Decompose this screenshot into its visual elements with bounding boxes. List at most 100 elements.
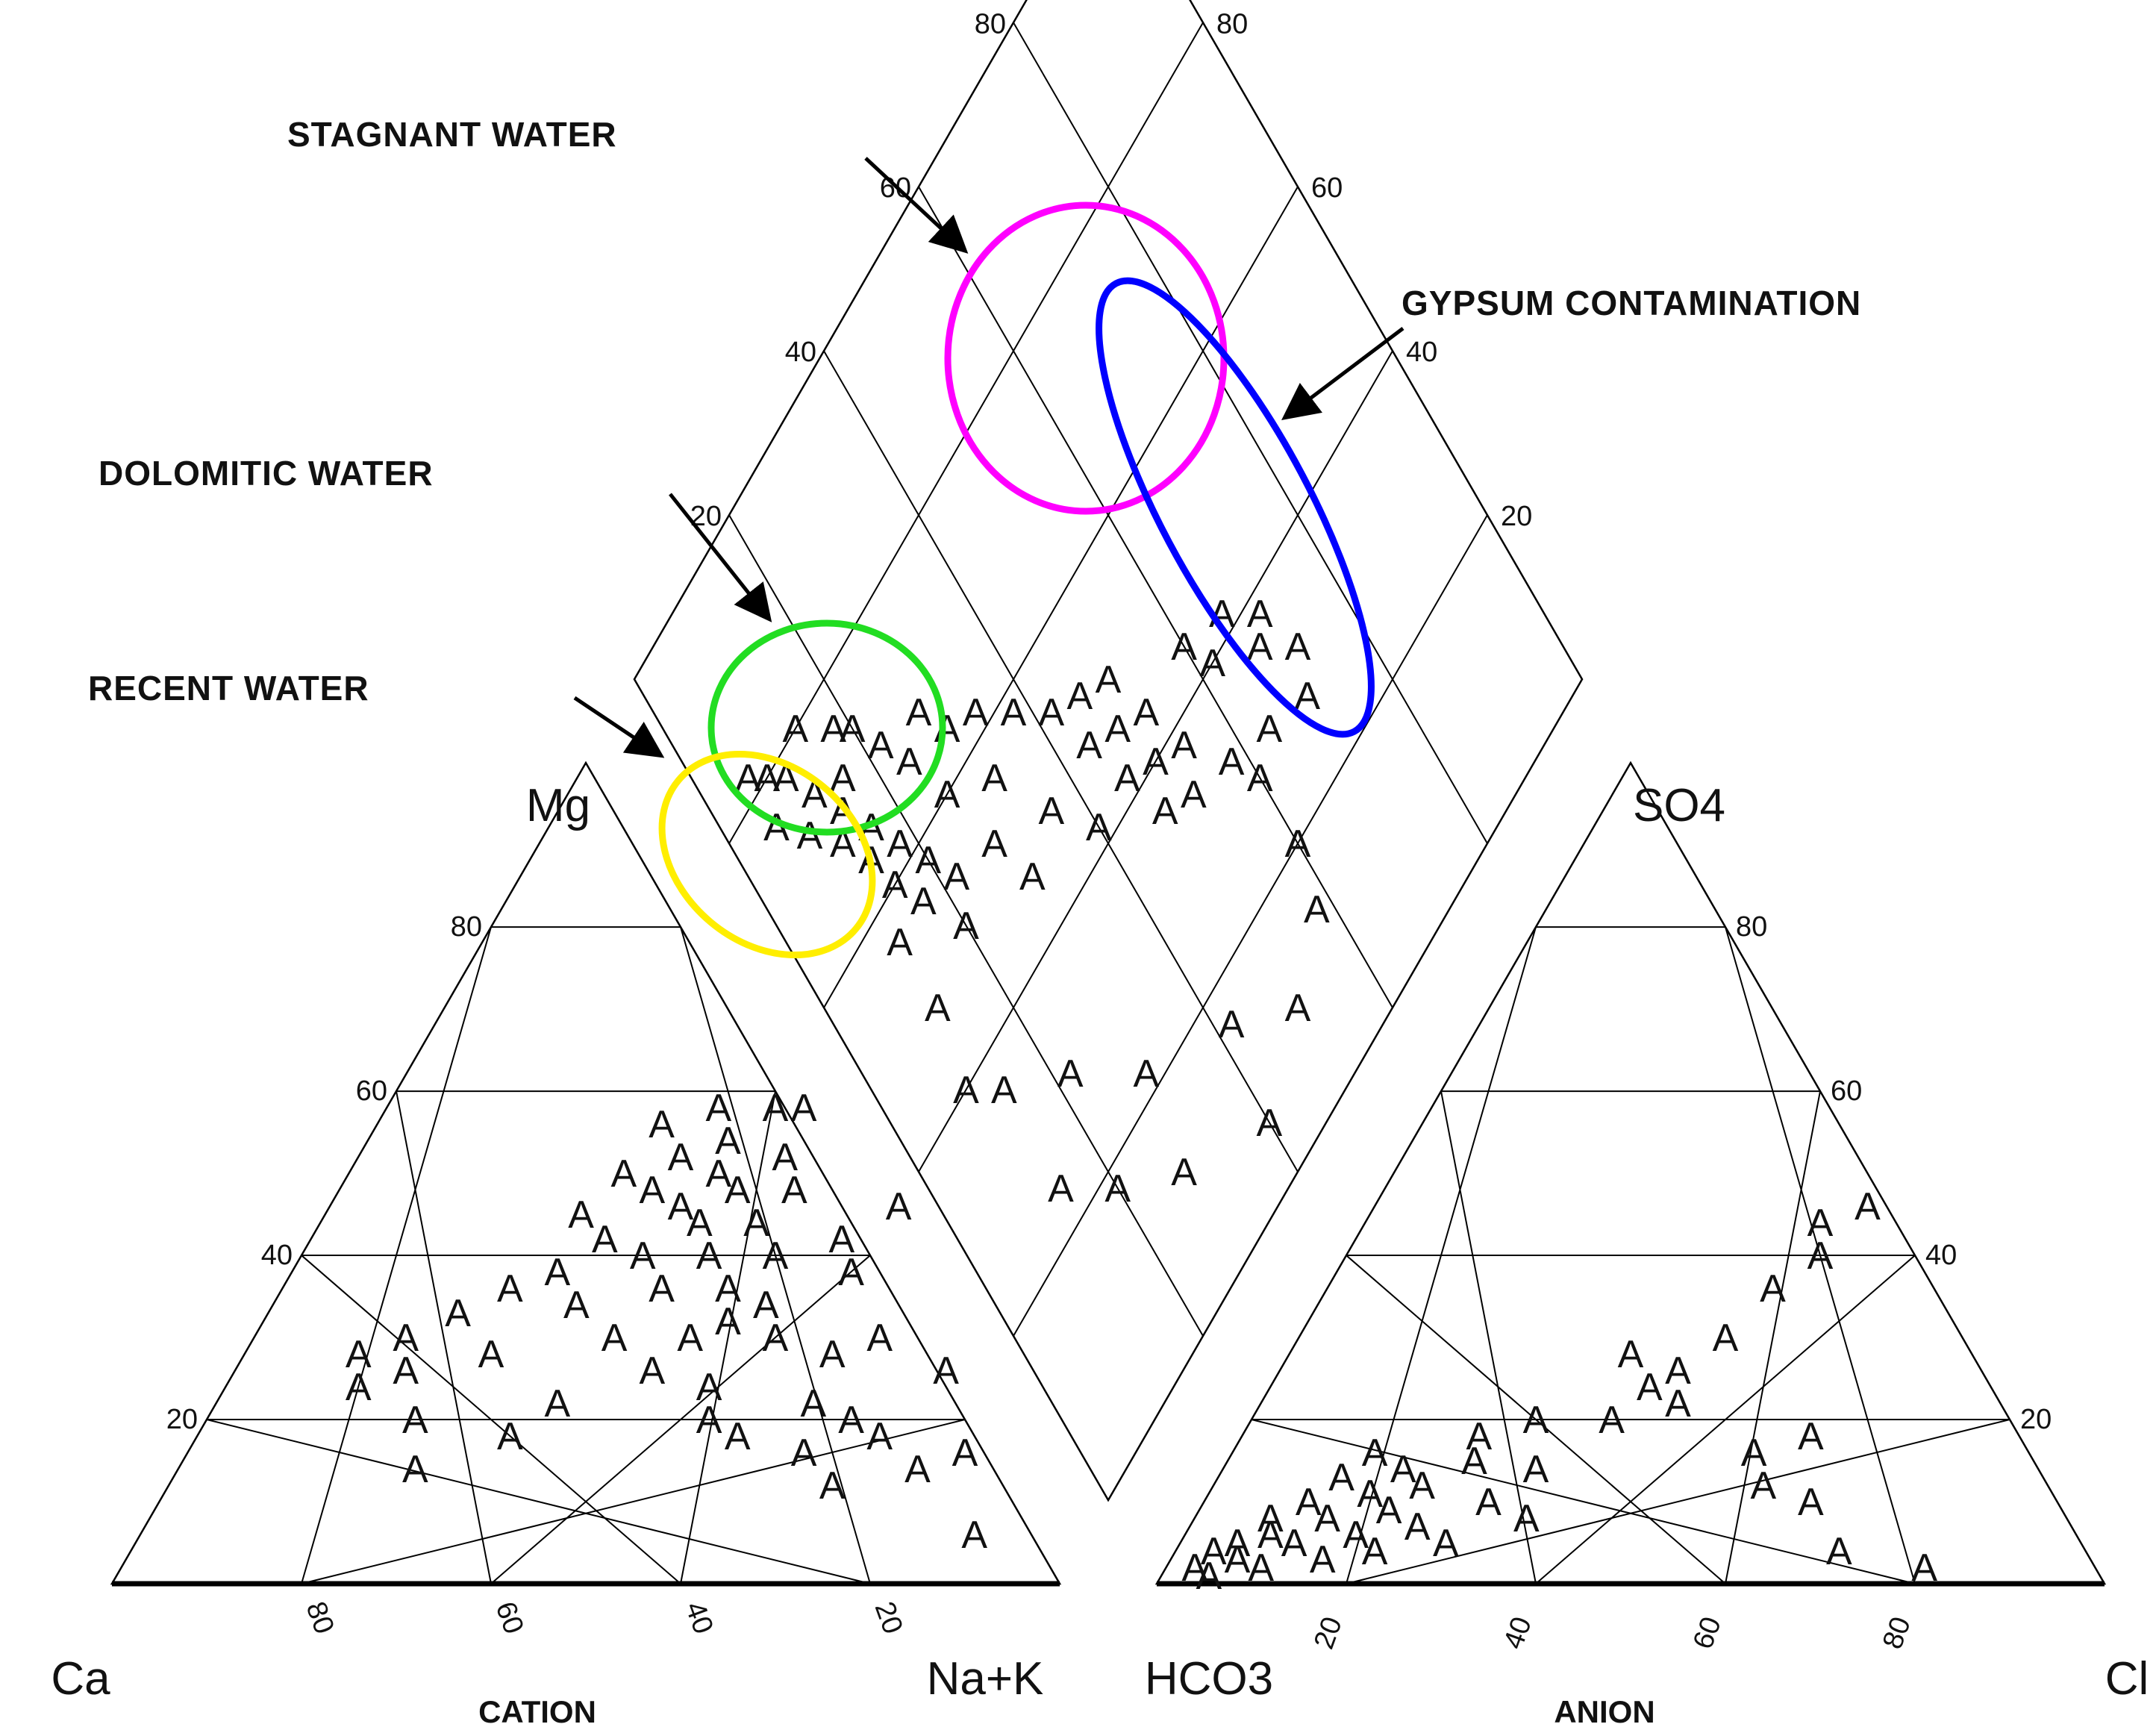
- anion-point: A: [1807, 1234, 1834, 1278]
- caption-anion: ANION: [1554, 1694, 1655, 1729]
- anion-point: A: [1343, 1514, 1369, 1557]
- cation-point: A: [952, 1431, 978, 1475]
- anion-point: A: [1314, 1497, 1340, 1540]
- tick-label: 60: [356, 1075, 387, 1107]
- cation-point: A: [393, 1349, 419, 1393]
- cation-point: A: [838, 1399, 864, 1442]
- anion-point: A: [1362, 1431, 1388, 1475]
- axis-label-hco3: HCO3: [1145, 1653, 1273, 1705]
- cation-point: A: [763, 1234, 789, 1278]
- diamond-point: A: [887, 921, 913, 964]
- diamond-point: A: [1133, 1052, 1159, 1096]
- dolomitic-water-ellipse: [707, 619, 946, 836]
- anion-point: A: [1826, 1530, 1852, 1573]
- anion-point: A: [1798, 1481, 1824, 1524]
- diamond-point: A: [754, 757, 780, 800]
- diamond-point: A: [1104, 708, 1131, 751]
- diamond-point: A: [981, 822, 1007, 866]
- cation-point: A: [346, 1333, 372, 1376]
- diamond-grid-line: [1013, 514, 1488, 1337]
- ternary-grid: 2080202020204060404040406040606060608020…: [110, 0, 2107, 1653]
- tick-label: 80: [1216, 8, 1248, 40]
- anion-grid-diagonal: [1251, 1419, 1916, 1584]
- cation-point: A: [743, 1202, 769, 1245]
- cation-point: A: [696, 1234, 722, 1278]
- annotation-recent-water: RECENT WATER: [88, 669, 369, 708]
- diamond-point: A: [1257, 1102, 1283, 1145]
- diamond-point: A: [991, 1069, 1017, 1112]
- diamond-point: A: [1247, 625, 1273, 669]
- anion-point: A: [1376, 1489, 1402, 1532]
- anion-point: A: [1248, 1546, 1274, 1590]
- diamond-point: A: [1096, 658, 1122, 702]
- cation-point: A: [668, 1136, 694, 1179]
- diamond-grid-line: [823, 350, 1299, 1172]
- diamond-point: A: [1285, 822, 1311, 866]
- tick-label: 40: [261, 1240, 293, 1271]
- gypsum-contamination-ellipse: [1096, 277, 1375, 738]
- cation-point: A: [545, 1382, 571, 1425]
- tick-label: 20: [869, 1598, 909, 1638]
- cation-grid-diagonal: [301, 1255, 681, 1584]
- axis-label-na-k: Na+K: [927, 1653, 1044, 1705]
- cation-point: A: [563, 1284, 590, 1327]
- anion-point: A: [1618, 1333, 1644, 1376]
- anion-grid-diagonal: [1346, 1419, 2010, 1584]
- diamond-point: A: [981, 757, 1007, 800]
- tick-label: 40: [1925, 1240, 1957, 1271]
- tick-label: 60: [1311, 172, 1343, 204]
- diamond-point: A: [943, 855, 969, 899]
- diamond-point: A: [1285, 625, 1311, 669]
- cation-point: A: [838, 1251, 864, 1294]
- tick-label: 20: [1501, 501, 1532, 532]
- axis-label-so4: SO4: [1633, 780, 1725, 831]
- cation-point: A: [819, 1464, 846, 1508]
- anion-point: A: [1513, 1497, 1540, 1540]
- cation-point: A: [649, 1267, 675, 1311]
- cation-point: A: [346, 1366, 372, 1409]
- cation-point: A: [592, 1218, 618, 1261]
- cation-point: A: [640, 1169, 666, 1212]
- cation-point: A: [610, 1152, 637, 1196]
- diamond-point: A: [1171, 1151, 1197, 1194]
- cation-point: A: [763, 1087, 789, 1130]
- cation-point: A: [696, 1366, 722, 1409]
- cation-point: A: [829, 1218, 855, 1261]
- anion-point: A: [1713, 1317, 1739, 1360]
- anion-point: A: [1433, 1522, 1459, 1565]
- cation-point: A: [402, 1399, 428, 1442]
- stagnant-water-arrow: [864, 157, 969, 254]
- cation-point: A: [649, 1103, 675, 1146]
- cation-point: A: [715, 1119, 741, 1163]
- cation-point: A: [497, 1267, 523, 1311]
- anion-point: A: [1911, 1546, 1937, 1590]
- anion-point: A: [1257, 1497, 1284, 1540]
- anion-grid-diagonal: [1725, 926, 1916, 1584]
- tick-label: 20: [1308, 1613, 1349, 1653]
- cation-point: A: [866, 1317, 893, 1360]
- anion-point: A: [1310, 1538, 1336, 1581]
- diamond-point: A: [963, 691, 989, 734]
- diamond-point: A: [1152, 790, 1178, 833]
- anion-point: A: [1855, 1185, 1881, 1228]
- axis-label-ca: Ca: [51, 1653, 110, 1705]
- diamond-point: A: [887, 822, 913, 866]
- diamond-point: A: [934, 773, 960, 816]
- cation-grid-diagonal: [396, 1090, 492, 1584]
- tick-label: 80: [451, 911, 482, 943]
- diamond-point: A: [1247, 593, 1273, 636]
- annotation-stagnant-water: STAGNANT WATER: [287, 115, 617, 154]
- anion-point: A: [1296, 1481, 1322, 1524]
- cation-point: A: [886, 1185, 912, 1228]
- axis-label-cl: Cl: [2105, 1653, 2149, 1705]
- cation-point: A: [705, 1087, 731, 1130]
- diamond-point: A: [925, 987, 951, 1030]
- anion-point: A: [1475, 1481, 1502, 1524]
- cation-point: A: [904, 1448, 931, 1491]
- cation-grid-diagonal: [301, 1419, 966, 1584]
- anion-point: A: [1281, 1522, 1307, 1565]
- tick-label: 60: [1687, 1613, 1728, 1653]
- cation-point: A: [753, 1284, 779, 1327]
- diamond-point: A: [1219, 740, 1245, 784]
- anion-triangle-outline: [1154, 761, 2107, 1585]
